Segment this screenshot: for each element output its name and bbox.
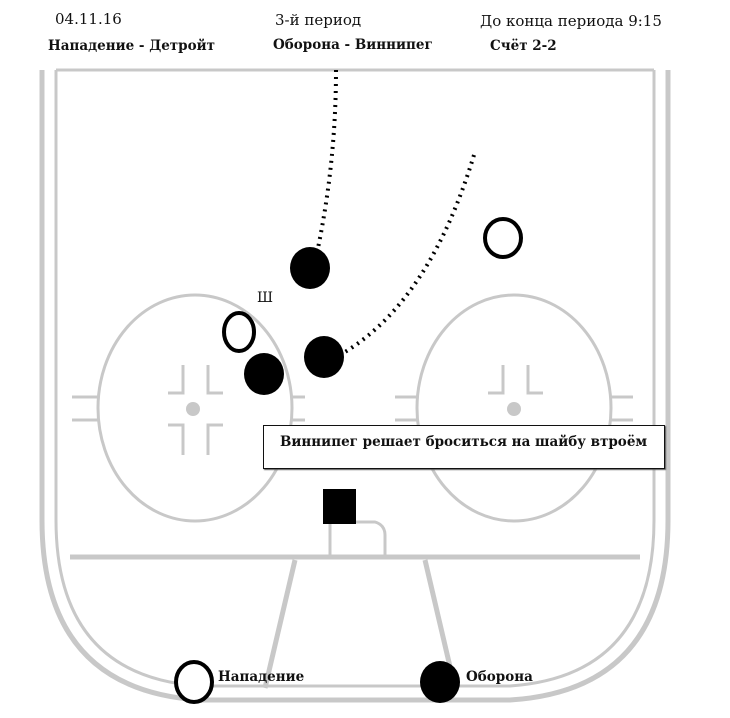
legend-defense-label: Оборона bbox=[466, 669, 533, 685]
attack-player-1 bbox=[483, 217, 523, 259]
hash-marks-left bbox=[72, 365, 305, 455]
time-left: До конца периода 9:15 bbox=[480, 12, 662, 30]
trapezoid-left bbox=[262, 559, 298, 689]
rink-boards-outer bbox=[39, 70, 671, 703]
player-label: Ш bbox=[257, 290, 273, 306]
goal-crease bbox=[328, 520, 387, 557]
attack-player-2 bbox=[222, 311, 256, 353]
defense-team: Оборона - Виннипег bbox=[273, 37, 433, 53]
caption-box: Виннипег решает броситься на шайбу втроё… bbox=[263, 425, 665, 469]
legend-attack-icon bbox=[174, 660, 214, 704]
defense-player-1 bbox=[290, 247, 330, 289]
rink-lines bbox=[39, 68, 671, 703]
caption-text: Виннипег решает броситься на шайбу втроё… bbox=[280, 434, 648, 450]
defense-player-2 bbox=[304, 336, 344, 378]
movement-path-1 bbox=[316, 69, 338, 249]
hash-marks-right bbox=[395, 365, 633, 422]
faceoff-dot-right bbox=[507, 402, 521, 416]
attack-team: Нападение - Детройт bbox=[48, 38, 215, 54]
faceoff-dot-left bbox=[186, 402, 200, 416]
score: Счёт 2-2 bbox=[490, 38, 557, 54]
faceoff-circle-left bbox=[96, 293, 294, 523]
faceoff-circle-right bbox=[415, 293, 613, 523]
period: 3-й период bbox=[275, 11, 362, 29]
rink-boards-inner bbox=[54, 70, 656, 688]
movement-path-2 bbox=[343, 154, 476, 354]
legend-attack-label: Нападение bbox=[218, 669, 305, 685]
legend-defense-icon bbox=[420, 661, 460, 703]
defense-player-3 bbox=[244, 353, 284, 395]
goalie-marker bbox=[323, 489, 356, 524]
date: 04.11.16 bbox=[55, 10, 122, 28]
